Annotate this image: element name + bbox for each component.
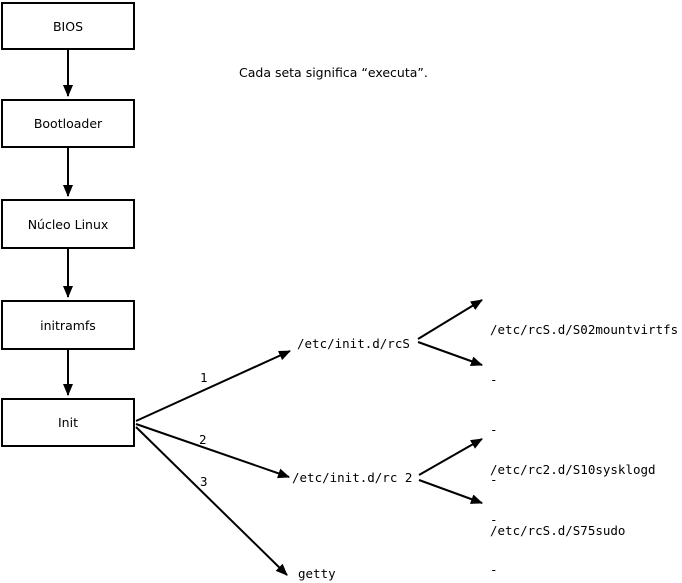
arrow-init-to-rc2 (135, 423, 290, 479)
arrow-init-to-getty (135, 426, 288, 576)
rc2-script-first: /etc/rc2.d/S10sysklogd (490, 461, 656, 477)
rc2-scripts-list: /etc/rc2.d/S10sysklogd - - - /etc/rc2.d/… (490, 428, 656, 583)
arrow-init-to-rcs (135, 350, 291, 422)
branch-rc2-number: 2 (199, 432, 207, 447)
node-init-label: Init (58, 415, 78, 430)
node-init: Init (1, 398, 135, 447)
rcs-script-dash: - (490, 472, 498, 488)
branch-rcs-label: /etc/init.d/rcS (297, 336, 410, 351)
branch-rcs-number: 1 (200, 370, 208, 385)
branch-getty-label: getty (298, 566, 336, 581)
arrow-rc2-to-last-script (418, 479, 483, 504)
branch-rc2-label: /etc/init.d/rc 2 (292, 470, 413, 485)
rcs-script-dash: - (490, 422, 498, 437)
node-initramfs-label: initramfs (40, 317, 96, 333)
node-bootloader-label: Bootloader (33, 116, 103, 131)
rcs-script-first: /etc/rcS.d/S02mountvirtfs (490, 321, 679, 337)
rcs-script-dash: - (490, 371, 498, 387)
rcs-scripts-list: /etc/rcS.d/S02mountvirtfs - - - /etc/rcS… (490, 288, 678, 573)
node-bios: BIOS (1, 2, 135, 50)
arrow-rcs-to-last-script (417, 341, 483, 366)
rc2-script-dash: - (490, 562, 498, 577)
node-bootloader: Bootloader (1, 99, 135, 148)
rc2-script-dash: - (490, 511, 498, 527)
arrow-rc2-to-first-script (418, 438, 483, 476)
note-text: Cada seta significa “executa”. (239, 65, 428, 80)
branch-getty-number: 3 (200, 474, 208, 489)
arrow-rcs-to-first-script (417, 299, 483, 340)
node-kernel: Núcleo Linux (1, 199, 135, 249)
node-bios-label: BIOS (52, 18, 84, 34)
node-kernel-label: Núcleo Linux (27, 216, 109, 232)
rcs-script-last: /etc/rcS.d/S75sudo (490, 522, 626, 538)
node-initramfs: initramfs (1, 300, 135, 350)
